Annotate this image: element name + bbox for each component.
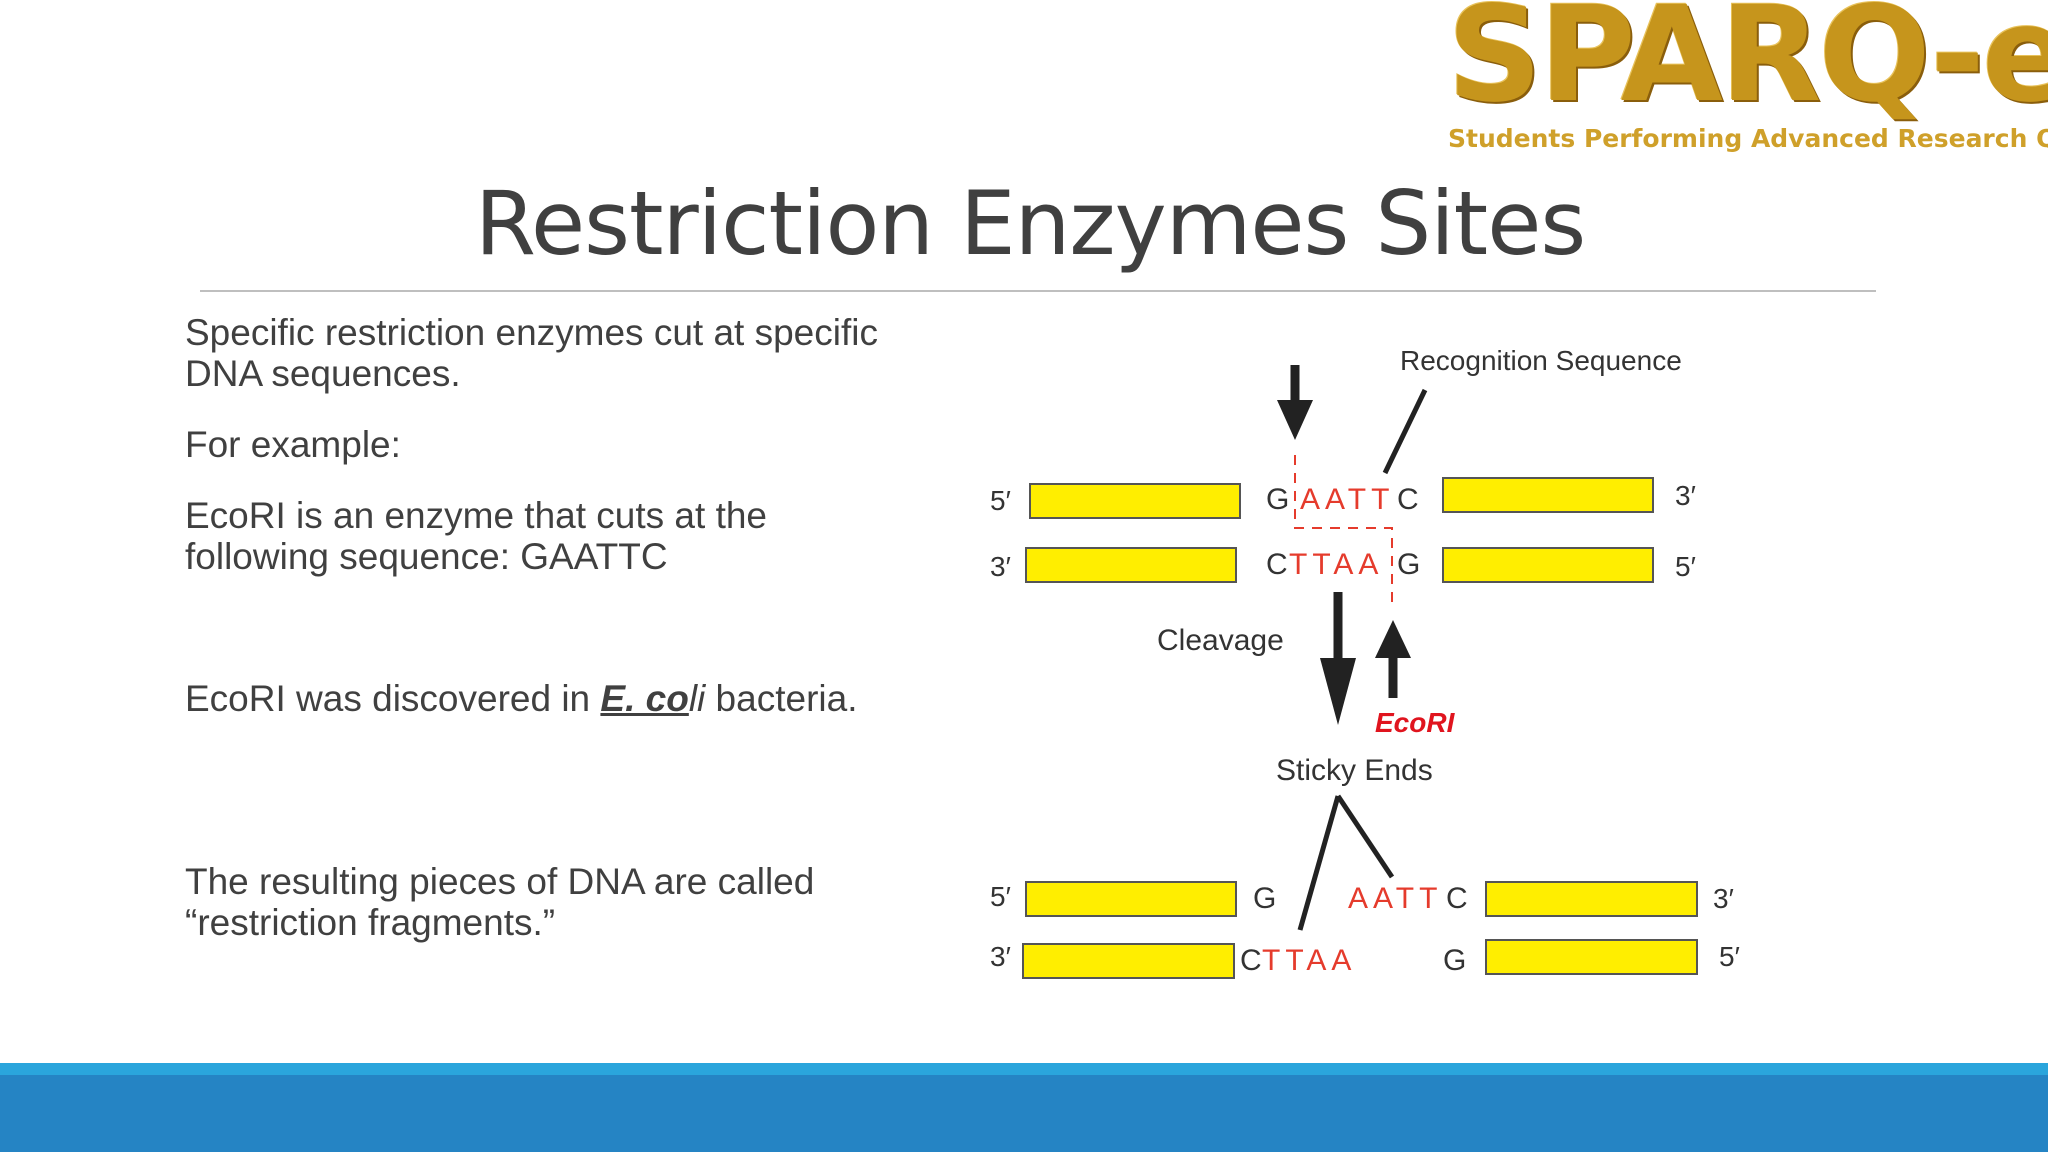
footer-band-dark bbox=[0, 1075, 2048, 1152]
frag-right-top-end: 3′ bbox=[1713, 883, 1734, 914]
dna-bar-top-right bbox=[1442, 477, 1654, 513]
paragraph-ecori-sequence: EcoRI is an enzyme that cuts at the foll… bbox=[185, 495, 768, 577]
sticky-pointer-right bbox=[1335, 794, 1395, 879]
frag-right-top-site: AATT bbox=[1348, 882, 1442, 915]
logo-tagline: Students Performing Advanced Research QL… bbox=[1448, 124, 2048, 153]
frag-right-bottom-base: G bbox=[1443, 944, 1466, 977]
frag-left-bottom-base: C bbox=[1240, 944, 1262, 977]
dna-bar-frag-left-bottom bbox=[1022, 943, 1235, 979]
frag-left-bottom-end: 3′ bbox=[990, 941, 1011, 972]
dna-bar-bottom-right bbox=[1442, 547, 1654, 583]
origin-text-after: bacteria. bbox=[705, 678, 858, 719]
frag-left-bottom-site: TTAA bbox=[1262, 944, 1356, 977]
slide-title: Restriction Enzymes Sites bbox=[474, 172, 1586, 275]
dna-bar-bottom-left bbox=[1025, 547, 1237, 583]
label-recognition-sequence: Recognition Sequence bbox=[1400, 345, 1682, 376]
end-label-bottom-left: 3′ bbox=[990, 551, 1011, 582]
bases-bottom-site: TTAA bbox=[1289, 548, 1383, 581]
ecori-diagram-svg: Recognition Sequence 5′ G AATT C 3′ 3′ C… bbox=[990, 345, 1740, 979]
paragraph-for-example: For example: bbox=[185, 424, 401, 465]
end-label-top-right: 3′ bbox=[1675, 480, 1696, 511]
cut-line bbox=[1294, 455, 1393, 610]
ecoli-italic-suffix: li bbox=[688, 678, 706, 719]
ecoli-link[interactable]: E. co bbox=[600, 678, 689, 719]
end-label-bottom-right: 5′ bbox=[1675, 551, 1696, 582]
paragraph-restriction-fragments: The resulting pieces of DNA are called “… bbox=[185, 861, 815, 943]
bases-top-site: AATT bbox=[1300, 483, 1394, 516]
frag-right-top-base: C bbox=[1446, 882, 1468, 915]
base-bottom-left: C bbox=[1266, 548, 1288, 581]
recognition-pointer bbox=[1382, 388, 1428, 475]
base-bottom-right: G bbox=[1397, 548, 1420, 581]
dna-bar-frag-left-top bbox=[1025, 881, 1237, 917]
paragraph-ecori-origin: EcoRI was discovered in E. coli bacteria… bbox=[185, 678, 885, 719]
dna-bar-frag-right-top bbox=[1485, 881, 1698, 917]
sticky-pointer-left bbox=[1297, 795, 1341, 931]
frag-left-top-base: G bbox=[1253, 882, 1276, 915]
title-divider bbox=[200, 290, 1876, 292]
paragraph-specific-sites: Specific restriction enzymes cut at spec… bbox=[185, 312, 878, 394]
cut-arrow-down bbox=[1277, 365, 1313, 440]
sparq-ed-logo: SPARQ-ed Students Performing Advanced Re… bbox=[1445, 0, 2048, 165]
ecori-diagram: Recognition Sequence 5′ G AATT C 3′ 3′ C… bbox=[960, 340, 1760, 1000]
logo-wordmark: SPARQ-ed bbox=[1447, 0, 2048, 132]
origin-text-before: EcoRI was discovered in bbox=[185, 678, 601, 719]
base-top-right: C bbox=[1397, 483, 1419, 516]
label-ecori: EcoRI bbox=[1375, 707, 1456, 738]
enzyme-arrow-up bbox=[1375, 620, 1411, 698]
dna-bar-frag-right-bottom bbox=[1485, 939, 1698, 975]
base-top-left: G bbox=[1266, 483, 1289, 516]
frag-left-top-end: 5′ bbox=[990, 881, 1011, 912]
footer-band-light bbox=[0, 1063, 2048, 1075]
frag-right-bottom-end: 5′ bbox=[1719, 941, 1740, 972]
label-sticky-ends: Sticky Ends bbox=[1276, 754, 1433, 787]
cleavage-arrow-down bbox=[1320, 592, 1356, 725]
dna-bar-top-left bbox=[1029, 483, 1241, 519]
end-label-top-left: 5′ bbox=[990, 485, 1011, 516]
label-cleavage: Cleavage bbox=[1157, 624, 1284, 657]
